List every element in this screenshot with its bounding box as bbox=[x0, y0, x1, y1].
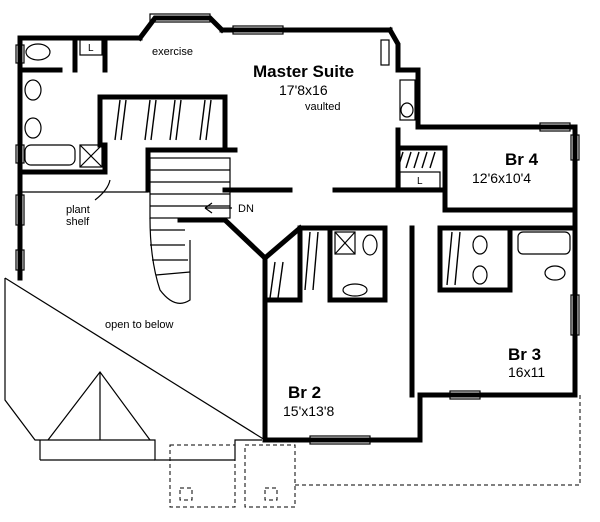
room-name-master: Master Suite bbox=[253, 62, 354, 81]
plumbing-fixtures bbox=[24, 43, 571, 297]
linen-closet-1 bbox=[79, 39, 103, 56]
label-shelf: shelf bbox=[66, 216, 90, 228]
closet-hatching bbox=[114, 99, 461, 299]
roof-below bbox=[4, 277, 581, 508]
label-stair-dn: DN bbox=[238, 203, 254, 215]
room-name-br2: Br 2 bbox=[288, 383, 321, 402]
plant-shelf bbox=[20, 179, 148, 201]
label-open-to-below: open to below bbox=[105, 319, 174, 331]
exterior-walls bbox=[17, 15, 578, 443]
windows bbox=[15, 13, 580, 445]
room-name-br4: Br 4 bbox=[505, 150, 539, 169]
room-note-master: vaulted bbox=[305, 101, 340, 113]
interior-walls bbox=[17, 35, 578, 398]
room-name-br3: Br 3 bbox=[508, 345, 541, 364]
room-dims-master: 17'8x16 bbox=[279, 82, 328, 98]
room-dims-br3: 16x11 bbox=[508, 364, 545, 380]
stairs bbox=[149, 157, 269, 304]
label-plant: plant bbox=[66, 204, 90, 216]
room-dims-br2: 15'x13'8 bbox=[283, 403, 334, 419]
label-exercise: exercise bbox=[152, 46, 193, 58]
label-linen-2: L bbox=[417, 176, 423, 187]
label-linen-1: L bbox=[88, 43, 94, 54]
linen-closet-2 bbox=[399, 171, 441, 189]
room-dims-br4: 12'6x10'4 bbox=[472, 170, 531, 186]
